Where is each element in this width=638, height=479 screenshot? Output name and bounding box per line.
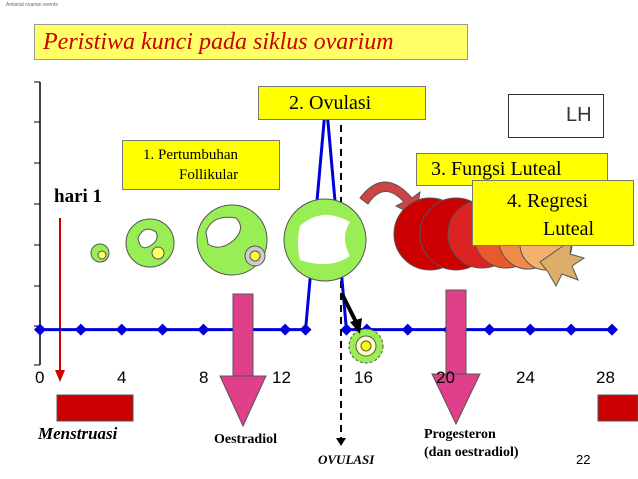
lh-data-point bbox=[115, 323, 128, 336]
menstruation-label: Menstruasi bbox=[38, 424, 118, 443]
progesterone-label: Progesteron (dan oestradiol) bbox=[424, 426, 519, 462]
lh-data-point bbox=[279, 323, 292, 336]
page-number: 22 bbox=[576, 452, 591, 467]
follicular-line-1: 1. Pertumbuhan bbox=[143, 147, 238, 163]
estradiol-arrow bbox=[219, 293, 267, 428]
lh-data-point bbox=[483, 323, 496, 336]
follicle-stage-3 bbox=[196, 204, 268, 276]
follicle-stage-1 bbox=[90, 243, 110, 263]
ovulation-arrowhead bbox=[336, 438, 346, 446]
oocyte-release-arrow bbox=[340, 293, 358, 323]
menstruation-bar-end bbox=[597, 394, 638, 422]
lh-data-point bbox=[606, 323, 618, 336]
lh-data-point bbox=[401, 323, 414, 336]
released-oocyte bbox=[348, 328, 384, 364]
x-tick-label: 28 bbox=[596, 368, 615, 387]
x-tick-label: 16 bbox=[354, 368, 373, 387]
legend-label: LH bbox=[566, 104, 592, 126]
progesterone-arrow bbox=[431, 289, 481, 426]
x-tick-label: 24 bbox=[516, 368, 535, 387]
day1-arrowhead bbox=[55, 370, 65, 382]
x-tick-label: 4 bbox=[117, 368, 127, 387]
lh-data-point bbox=[299, 323, 312, 336]
follicular-stage-box: 1. Pertumbuhan Follikular bbox=[122, 140, 280, 190]
day-one-label: hari 1 bbox=[54, 186, 103, 207]
top-note: Antisnal ovarian events bbox=[6, 2, 58, 8]
estradiol-label: Oestradiol bbox=[214, 432, 277, 447]
ovulation-stage-box: 2. Ovulasi bbox=[258, 86, 426, 120]
lh-data-point bbox=[156, 323, 169, 336]
legend-box bbox=[508, 94, 604, 138]
page-title: Peristiwa kunci pada siklus ovarium bbox=[34, 24, 468, 60]
lh-data-point bbox=[340, 323, 353, 336]
x-tick-label: 12 bbox=[272, 368, 291, 387]
lh-data-point bbox=[34, 323, 46, 336]
regression-line-1: 4. Regresi bbox=[507, 190, 589, 212]
mature-follicle bbox=[283, 198, 367, 282]
x-tick-label: 0 bbox=[35, 368, 45, 387]
regression-line-2: Luteal bbox=[543, 218, 595, 240]
lh-data-point bbox=[74, 323, 87, 336]
lh-data-point bbox=[524, 323, 537, 336]
x-tick-label: 8 bbox=[199, 368, 209, 387]
progesterone-line-2: (dan oestradiol) bbox=[424, 445, 519, 460]
oocyte-release-arrowhead bbox=[350, 318, 362, 334]
follicle-stage-2 bbox=[125, 218, 175, 268]
follicular-line-2: Follikular bbox=[179, 167, 239, 183]
progesterone-line-1: Progesteron bbox=[424, 427, 496, 442]
x-tick-label: 20 bbox=[436, 368, 455, 387]
lh-series bbox=[34, 93, 618, 336]
regression-stage-box: 4. Regresi Luteal bbox=[472, 180, 634, 246]
y-ticks bbox=[34, 81, 40, 366]
menstruation-bar-start bbox=[56, 394, 134, 422]
lh-data-point bbox=[197, 323, 210, 336]
ovulation-label: OVULASI bbox=[318, 452, 375, 467]
lh-data-point bbox=[565, 323, 578, 336]
